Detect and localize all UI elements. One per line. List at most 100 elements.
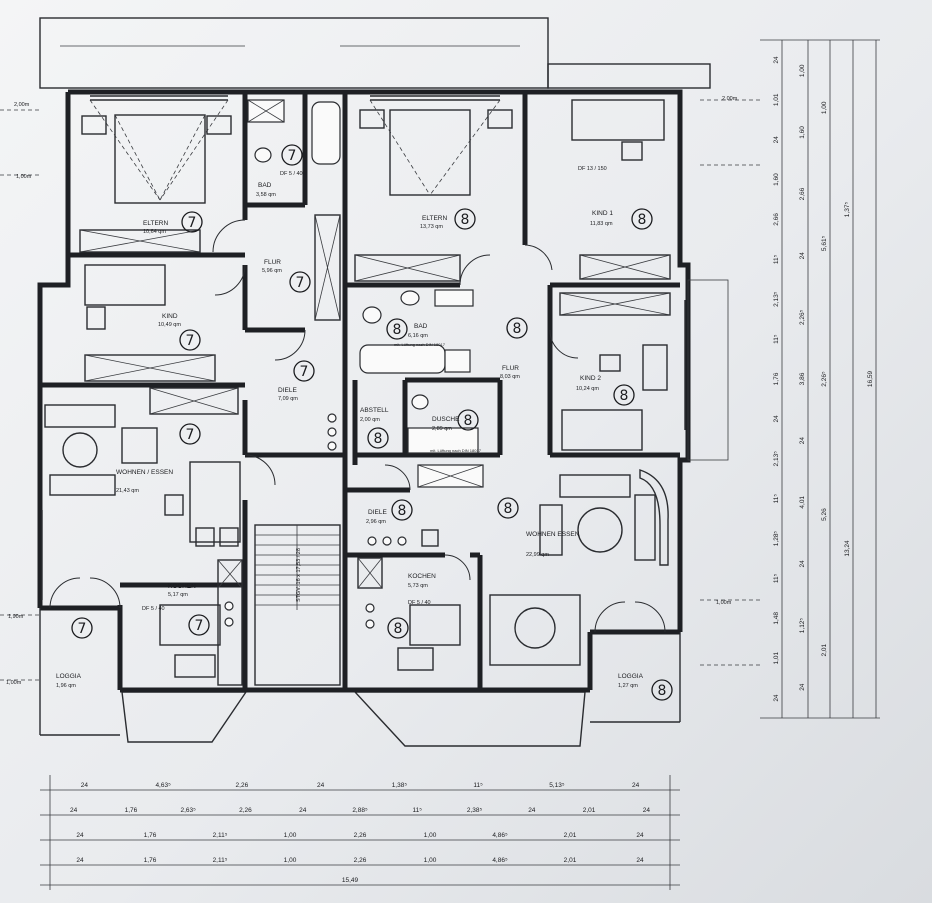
dim-bottom-row3-5: 1,00 [424, 832, 437, 839]
room-area-abstell8: 2,00 qm [360, 417, 380, 423]
dim-bottom-row2-8: 24 [528, 807, 536, 814]
dim-bottom-row2-4: 24 [299, 807, 307, 814]
unit-marker-7: 7 [71, 617, 93, 639]
dim-bottom-row2-5: 2,88⁵ [352, 807, 368, 814]
window-note-kochen8: DF 5 / 40 [408, 600, 431, 606]
balcony-hatch-bottom [121, 691, 586, 747]
unit-marker-8: 8 [613, 384, 635, 406]
level-3: 1,00m [6, 680, 22, 686]
dim-right-middle-9: 1,12⁵ [799, 618, 806, 634]
dim-right-inner-13: 11⁵ [773, 573, 780, 583]
dim-right-inner-11: 11⁵ [773, 494, 780, 504]
dim-right-middle-7: 4,01 [799, 496, 806, 509]
dimension-lines-right [760, 39, 880, 719]
unit-marker-8: 8 [506, 317, 528, 339]
dim-bottom-row2-9: 2,01 [583, 807, 596, 814]
dim-right-inner-8: 1,76 [773, 372, 780, 385]
dimension-lines-bottom [40, 775, 680, 890]
level-0: 1,90m [8, 614, 24, 620]
dim-bottom-row4-3: 1,00 [284, 857, 297, 864]
room-area-loggia7: 1,96 qm [56, 683, 76, 689]
svg-text:7: 7 [188, 215, 197, 231]
svg-text:8: 8 [461, 212, 470, 228]
dim-bottom-row3-8: 24 [636, 832, 644, 839]
room-labels: ELTERN 10,64 qm KIND 10,49 qm BAD 3,58 q… [6, 96, 738, 689]
dim-bottom-row1-0: 24 [81, 782, 89, 789]
svg-text:8: 8 [638, 212, 647, 228]
svg-text:8: 8 [398, 503, 407, 519]
room-area-kind7: 10,49 qm [158, 322, 181, 328]
unit-marker-8: 8 [454, 208, 476, 230]
dim-right-outer2-1: 13,24 [844, 540, 851, 557]
dim-bottom-row3-2: 2,11⁵ [213, 832, 228, 839]
dim-bottom-row1-6: 5,13⁵ [549, 782, 565, 789]
dim-bottom-row3-3: 1,00 [284, 832, 297, 839]
dim-right-inner-16: 24 [773, 694, 780, 702]
room-area-wohnen8: 22,99 qm [526, 552, 549, 558]
svg-text:7: 7 [186, 427, 195, 443]
room-area-dusche8: 2,89 qm [432, 426, 452, 432]
room-label-loggia7: LOGGIA [56, 673, 82, 680]
interior-walls-unit7 [40, 92, 348, 690]
dim-right-outer1-1: 5,61⁵ [821, 235, 828, 251]
dim-right-inner-9: 24 [773, 415, 780, 423]
unit-marker-7: 7 [181, 211, 203, 233]
room-label-bad8: BAD [414, 323, 428, 330]
dim-bottom-row4-2: 2,11⁵ [213, 857, 228, 864]
svg-text:8: 8 [620, 388, 629, 404]
dim-bottom-row4-7: 2,01 [564, 857, 577, 864]
dim-bottom-row4-4: 2,26 [354, 857, 367, 864]
dim-bottom-row1-5: 11⁵ [473, 782, 483, 789]
dim-bottom-row2-3: 2,26 [239, 807, 252, 814]
svg-text:8: 8 [513, 321, 522, 337]
dim-right-inner-3: 1,60 [773, 173, 780, 186]
svg-text:8: 8 [658, 683, 667, 699]
dim-right-inner-4: 2,66 [773, 213, 780, 226]
level-2: 1,00m [16, 174, 32, 180]
unit-marker-7: 7 [281, 144, 303, 166]
room-area-kind18: 11,83 qm [590, 221, 613, 227]
furniture [44, 99, 671, 666]
svg-text:7: 7 [288, 148, 297, 164]
dim-right-outer3-0: 16,59 [867, 370, 874, 387]
unit-marker-8: 8 [457, 409, 479, 431]
doors [49, 219, 666, 633]
dim-bottom-row3-1: 1,76 [144, 832, 157, 839]
svg-text:7: 7 [186, 333, 195, 349]
dim-right-outer1-3: 5,26 [821, 508, 828, 521]
level-4: 2,00m [722, 96, 738, 102]
dim-right-middle-10: 24 [799, 683, 806, 691]
bad-vent-note: mit. Lüftung nach DIN 18017 [394, 342, 446, 347]
dim-bottom-row2-0: 24 [70, 807, 78, 814]
room-area-eltern7: 10,64 qm [143, 229, 166, 235]
room-area-kind28: 10,24 qm [576, 386, 599, 392]
room-label-diele8: DIELE [368, 509, 387, 516]
exterior-walls [37, 89, 691, 736]
dusche-vent-note: mit. Lüftung nach DIN 18017 [430, 448, 482, 453]
svg-text:7: 7 [296, 275, 305, 291]
dim-right-inner-10: 2,13⁵ [773, 451, 780, 467]
room-area-bad7: 3,58 qm [256, 192, 276, 198]
room-area-flur7: 5,96 qm [262, 268, 282, 274]
svg-text:7: 7 [195, 618, 204, 634]
dim-right-inner-1: 1,01 [773, 93, 780, 106]
room-area-bad8: 6,16 qm [408, 333, 428, 339]
level-marks [0, 99, 760, 681]
unit-marker-8: 8 [367, 427, 389, 449]
svg-text:8: 8 [464, 413, 473, 429]
window-note-kind1: DF 13 / 150 [578, 166, 607, 172]
dim-bottom-row1-3: 24 [317, 782, 325, 789]
dim-bottom-total: 15,49 [342, 877, 359, 884]
dim-bottom-row4-0: 24 [76, 857, 84, 864]
unit-marker-7: 7 [179, 423, 201, 445]
right-dimension-labels: 241,01241,602,6611⁵2,13⁵11⁵1,76242,13⁵11… [773, 56, 874, 702]
dim-right-outer2-0: 1,37⁵ [844, 202, 851, 218]
level-1: 2,00m [14, 102, 30, 108]
unit-marker-8: 8 [387, 617, 409, 639]
dim-right-inner-2: 24 [773, 136, 780, 144]
windows [41, 95, 729, 600]
